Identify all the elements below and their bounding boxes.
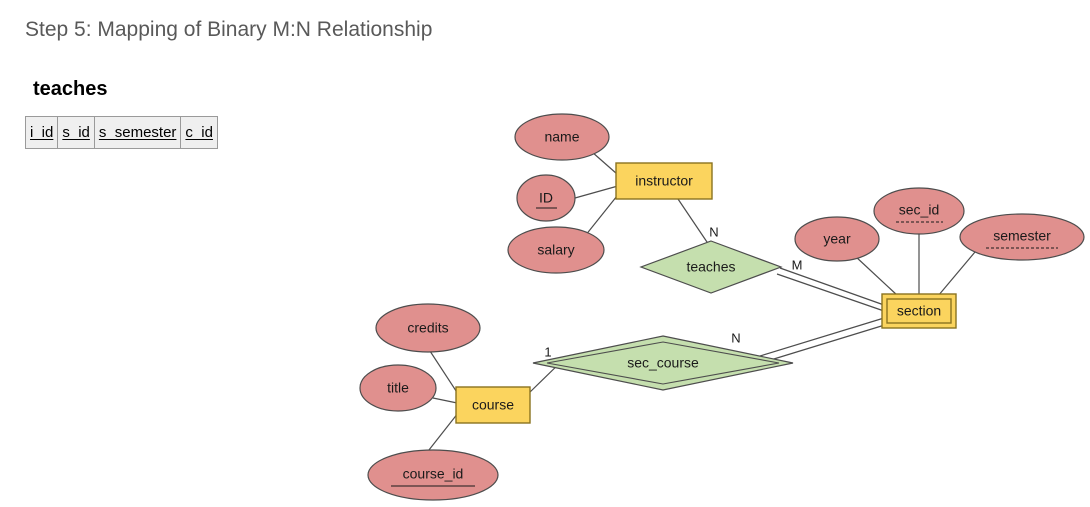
attribute-credits[interactable]: credits [375, 303, 481, 353]
relationship-label: sec_course [627, 355, 699, 371]
entity-section[interactable]: section [881, 293, 957, 329]
attribute-ellipse [359, 364, 437, 412]
attribute-label: salary [537, 242, 574, 258]
relationship-diamond-outer [532, 335, 794, 391]
column-header-label: s_id [62, 123, 90, 141]
page-title: Step 5: Mapping of Binary M:N Relationsh… [25, 18, 433, 41]
table-row: i_id s_id s_semester c_id [24, 116, 218, 149]
entity-instructor[interactable]: instructor [615, 162, 713, 200]
line-teaches-section-a [779, 267, 885, 306]
entity-rect [455, 386, 531, 424]
cardinality-sec-course-section: N [731, 330, 740, 345]
attribute-ellipse [367, 449, 499, 501]
attribute-name[interactable]: name [514, 113, 610, 161]
line-teaches-section-b [776, 273, 885, 312]
table-cell-c-id: c_id [180, 116, 218, 149]
line-year-section [854, 255, 899, 297]
relationship-diamond [639, 240, 783, 294]
attribute-label: name [544, 129, 579, 145]
cardinality-labels: N M N 1 [544, 224, 802, 359]
attribute-ellipse [507, 226, 605, 274]
attribute-label: sec_id [899, 202, 939, 218]
attribute-id[interactable]: ID [516, 174, 576, 222]
table-cell-s-id: s_id [57, 116, 95, 149]
attribute-label: year [823, 231, 851, 247]
column-header-label: c_id [185, 123, 213, 141]
attribute-ellipse [375, 303, 481, 353]
cardinality-teaches-section: M [792, 257, 803, 272]
entity-rect [615, 162, 713, 200]
attribute-label: course_id [403, 466, 464, 482]
attribute-label: semester [993, 228, 1051, 244]
relation-schema-table: i_id s_id s_semester c_id [24, 116, 218, 149]
line-semester-section [937, 251, 976, 297]
column-header-label: s_semester [98, 123, 177, 141]
attribute-sec-id[interactable]: sec_id [873, 187, 965, 235]
line-instructor-teaches [677, 198, 710, 246]
line-sec-course-section-a [759, 317, 885, 357]
attribute-label: credits [407, 320, 448, 336]
relationship-teaches[interactable]: teaches [639, 240, 783, 294]
table-cell-i-id: i_id [24, 116, 59, 149]
attribute-salary[interactable]: salary [507, 226, 605, 274]
entity-label: course [472, 397, 514, 413]
attribute-title[interactable]: title [359, 364, 437, 412]
entity-label: section [897, 303, 941, 319]
table-cell-s-semester: s_semester [93, 116, 182, 149]
cardinality-sec-course-course: 1 [544, 344, 551, 359]
attribute-ellipse [516, 174, 576, 222]
line-sec-course-section-b [763, 323, 889, 363]
relationship-label: teaches [686, 259, 735, 275]
attribute-semester[interactable]: semester [959, 213, 1085, 261]
relationship-sec-course[interactable]: sec_course [532, 335, 794, 391]
attribute-ellipse [514, 113, 610, 161]
relationship-diamond-inner [546, 341, 780, 385]
attribute-label: title [387, 380, 409, 396]
entity-rect-inner [886, 298, 952, 324]
relation-name-heading: teaches [33, 78, 108, 100]
attribute-course-id[interactable]: course_id [367, 449, 499, 501]
entity-course[interactable]: course [455, 386, 531, 424]
column-header-label: i_id [30, 123, 54, 141]
cardinality-teaches-instructor: N [709, 224, 718, 239]
attribute-ellipse [794, 216, 880, 262]
entity-label: instructor [635, 173, 693, 189]
attribute-label: ID [539, 190, 553, 206]
attribute-year[interactable]: year [794, 216, 880, 262]
